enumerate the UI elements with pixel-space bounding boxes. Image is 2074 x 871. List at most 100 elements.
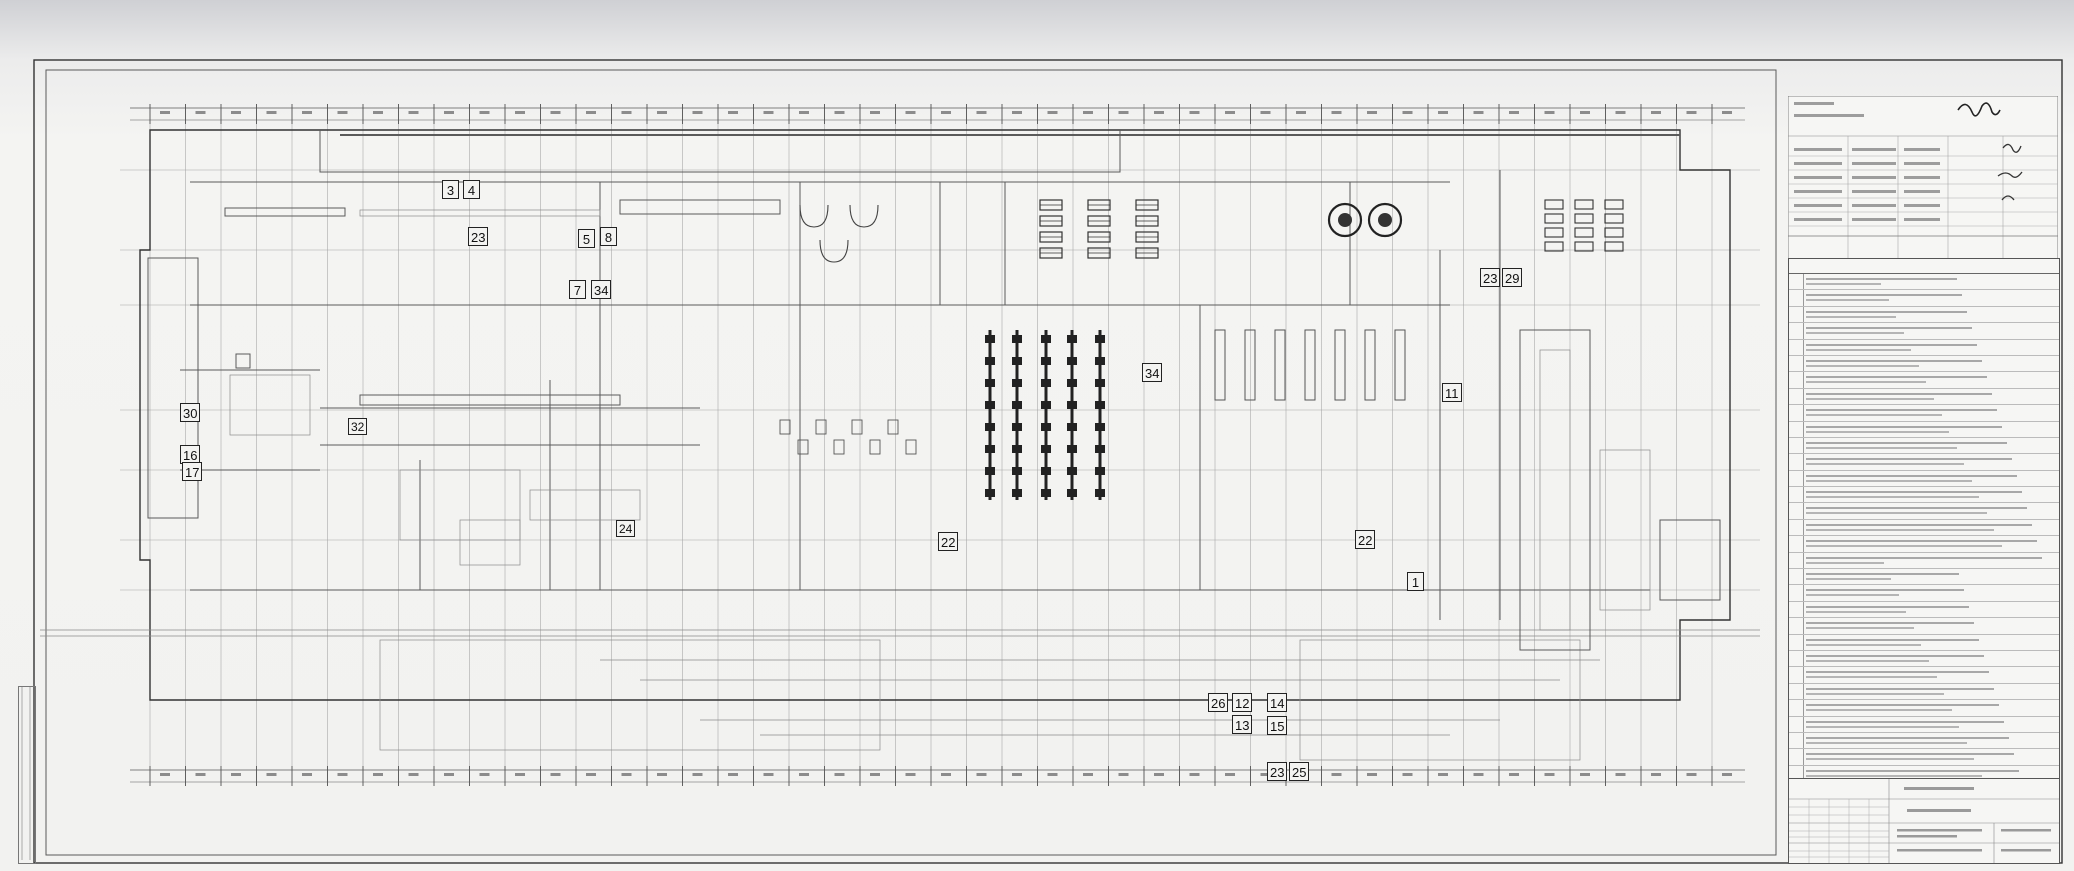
legend-row-number bbox=[1789, 765, 1804, 782]
stamp-grid bbox=[1789, 779, 2059, 863]
legend-row bbox=[1789, 454, 2059, 471]
legend-row bbox=[1789, 437, 2059, 455]
dimension-text-mark bbox=[586, 111, 596, 114]
process-unit bbox=[1041, 423, 1051, 431]
dimension-text-mark bbox=[1154, 111, 1164, 114]
west-stair bbox=[147, 257, 199, 519]
legend-row bbox=[1789, 536, 2059, 553]
signature bbox=[1997, 143, 2023, 201]
legend-row-text bbox=[1804, 602, 2059, 617]
legend-row bbox=[1789, 732, 2059, 750]
dimension-text-mark bbox=[1722, 773, 1732, 776]
dimension-text-mark bbox=[834, 111, 845, 114]
process-unit bbox=[1095, 401, 1105, 409]
equipment-block bbox=[779, 419, 791, 435]
dimension-text-mark bbox=[1189, 111, 1200, 114]
equipment-block bbox=[851, 419, 863, 435]
legend-row-text bbox=[1804, 536, 2059, 551]
dimension-text-mark bbox=[1225, 773, 1235, 776]
process-unit bbox=[1012, 489, 1022, 497]
dimension-text-mark bbox=[657, 111, 667, 114]
callout-tag: 7 bbox=[569, 280, 586, 299]
legend-row-text bbox=[1804, 717, 2059, 732]
dimension-text-mark bbox=[1367, 111, 1377, 114]
callout-tag: 24 bbox=[616, 520, 636, 537]
conveyor-4 bbox=[359, 394, 621, 406]
legend-row-text bbox=[1804, 585, 2059, 600]
process-unit bbox=[1095, 445, 1105, 453]
partition-lines bbox=[180, 170, 1650, 620]
legend-row bbox=[1789, 372, 2059, 389]
legend-row bbox=[1789, 339, 2059, 356]
legend-row-text bbox=[1804, 569, 2059, 584]
north-annex bbox=[319, 130, 1121, 173]
title-row-text bbox=[1852, 162, 1896, 165]
dimension-text-mark bbox=[834, 773, 845, 776]
title-row-text bbox=[1852, 190, 1896, 193]
process-unit bbox=[985, 335, 995, 343]
dimension-text-mark bbox=[1154, 773, 1164, 776]
callout-tag: 14 bbox=[1267, 693, 1288, 712]
dimension-text-mark bbox=[266, 773, 277, 776]
signature bbox=[1957, 102, 2001, 117]
dimension-text-mark bbox=[1012, 111, 1022, 114]
title-row-text bbox=[1794, 218, 1842, 221]
process-unit bbox=[985, 445, 995, 453]
legend-row bbox=[1789, 601, 2059, 619]
legend-row-text bbox=[1804, 454, 2059, 469]
dimension-text-mark bbox=[1438, 111, 1448, 114]
process-unit bbox=[1012, 445, 1022, 453]
process-unit bbox=[1067, 401, 1077, 409]
process-unit bbox=[1067, 423, 1077, 431]
legend-row bbox=[1789, 355, 2059, 373]
legend-row-number bbox=[1789, 487, 1804, 503]
process-unit bbox=[1067, 379, 1077, 387]
dimension-text-mark bbox=[870, 111, 880, 114]
dimension-text-mark bbox=[408, 773, 419, 776]
machine-symbol bbox=[1544, 227, 1564, 238]
dimension-text-mark bbox=[657, 773, 667, 776]
legend-row-number bbox=[1789, 634, 1804, 650]
dimension-text-mark bbox=[1615, 111, 1626, 114]
machine-symbol bbox=[1574, 227, 1594, 238]
corridor-hatching bbox=[40, 629, 1760, 736]
dimension-text-mark bbox=[195, 111, 206, 114]
dimension-text-mark bbox=[1083, 111, 1093, 114]
machine-symbol bbox=[1574, 213, 1594, 224]
legend-row-number bbox=[1789, 618, 1804, 634]
dimension-text-mark bbox=[586, 773, 596, 776]
building-outline bbox=[139, 129, 1731, 701]
callout-tag: 23 bbox=[1480, 268, 1501, 287]
dimension-text-mark bbox=[1722, 111, 1732, 114]
legend-row bbox=[1789, 290, 2059, 307]
legend-row-number bbox=[1789, 306, 1804, 323]
legend-row-number bbox=[1789, 601, 1804, 618]
title-row-text bbox=[1852, 176, 1896, 179]
process-unit bbox=[1041, 357, 1051, 365]
legend-row-text bbox=[1804, 422, 2059, 437]
dimension-text-mark bbox=[1260, 773, 1271, 776]
machine-symbol bbox=[1604, 199, 1624, 210]
process-unit bbox=[1067, 489, 1077, 497]
dimension-text-mark bbox=[728, 773, 738, 776]
dimension-text-mark bbox=[160, 111, 170, 114]
legend-row bbox=[1789, 650, 2059, 668]
legend-row-number bbox=[1789, 339, 1804, 355]
process-unit bbox=[1012, 379, 1022, 387]
process-unit bbox=[1012, 423, 1022, 431]
dimension-text-mark bbox=[1296, 111, 1306, 114]
legend-row-number bbox=[1789, 667, 1804, 683]
dimension-text-mark bbox=[302, 773, 312, 776]
process-unit bbox=[985, 423, 995, 431]
equipment-block bbox=[869, 439, 881, 455]
legend-row-number bbox=[1789, 650, 1804, 667]
legend-row-number bbox=[1789, 552, 1804, 569]
title-row-text bbox=[1904, 148, 1940, 151]
dimension-text-mark bbox=[1083, 773, 1093, 776]
dimension-text-mark bbox=[479, 773, 490, 776]
dimension-text-mark bbox=[1509, 773, 1519, 776]
dimension-text-mark bbox=[479, 111, 490, 114]
legend-row-text bbox=[1804, 766, 2059, 781]
legend-row bbox=[1789, 421, 2059, 438]
callout-tag: 13 bbox=[1232, 715, 1253, 734]
